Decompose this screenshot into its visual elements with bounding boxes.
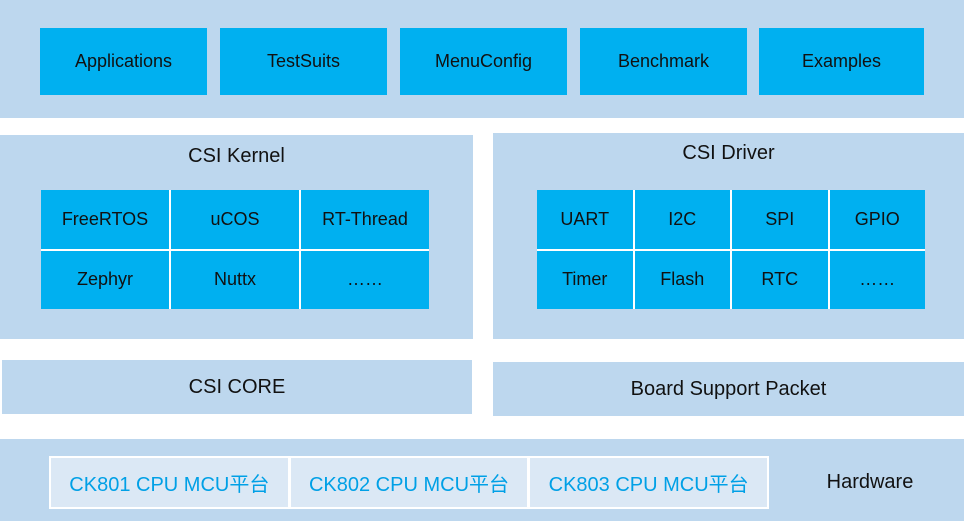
driver-item-timer: Timer (537, 250, 633, 309)
menuconfig-box: MenuConfig (400, 28, 567, 95)
bsp-label: Board Support Packet (630, 377, 827, 400)
hardware-chip-ck801: CK801 CPU MCU平台 (51, 458, 288, 507)
driver-item-gpio: GPIO (829, 190, 925, 249)
csi-kernel-title: CSI Kernel (188, 145, 285, 167)
driver-item-spi: SPI (732, 190, 828, 249)
driver-grid: UART I2C SPI GPIO Timer Flash RTC …… (537, 190, 925, 309)
csi-core-label: CSI CORE (188, 375, 286, 398)
driver-item-uart: UART (537, 190, 633, 249)
driver-item-flash: Flash (634, 250, 730, 309)
bsp-panel: Board Support Packet (493, 362, 964, 416)
driver-item-i2c: I2C (634, 190, 730, 249)
hardware-chip-strip: CK801 CPU MCU平台 CK802 CPU MCU平台 CK803 CP… (49, 456, 769, 509)
kernel-grid: FreeRTOS uCOS RT-Thread Zephyr Nuttx …… (41, 190, 429, 309)
csi-core-panel: CSI CORE (2, 360, 472, 414)
applications-box: Applications (40, 28, 207, 95)
driver-item-rtc: RTC (732, 250, 828, 309)
csi-kernel-panel: CSI Kernel FreeRTOS uCOS RT-Thread Zephy… (0, 135, 473, 339)
driver-item-ellipsis: …… (829, 250, 925, 309)
kernel-item-nuttx: Nuttx (171, 250, 299, 309)
csi-driver-panel: CSI Driver UART I2C SPI GPIO Timer Flash… (493, 133, 964, 339)
kernel-item-freertos: FreeRTOS (41, 190, 169, 249)
hardware-label: Hardware (826, 471, 914, 493)
examples-box: Examples (759, 28, 924, 95)
kernel-item-rt-thread: RT-Thread (301, 190, 429, 249)
kernel-item-zephyr: Zephyr (41, 250, 169, 309)
testsuits-box: TestSuits (220, 28, 387, 95)
hardware-chip-ck803: CK803 CPU MCU平台 (530, 458, 767, 507)
hardware-chip-ck802: CK802 CPU MCU平台 (290, 458, 528, 507)
kernel-item-ucos: uCOS (171, 190, 299, 249)
top-layer-panel: Applications TestSuits MenuConfig Benchm… (0, 0, 964, 118)
kernel-item-ellipsis: …… (301, 250, 429, 309)
csi-driver-title: CSI Driver (682, 142, 775, 164)
benchmark-box: Benchmark (580, 28, 747, 95)
